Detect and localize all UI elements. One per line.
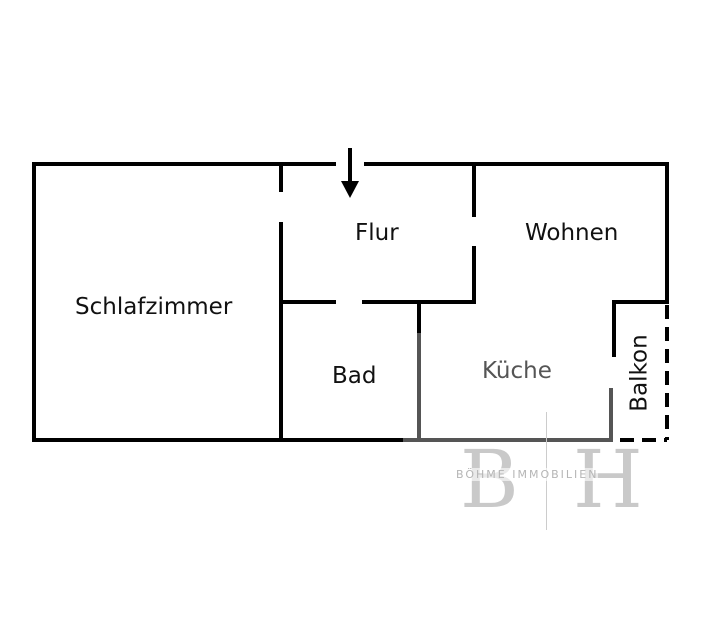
inner-walls	[403, 333, 613, 442]
room-label-balkon: Balkon	[626, 334, 653, 412]
room-label-flur: Flur	[355, 220, 399, 246]
walls	[32, 162, 669, 442]
watermark-company: BÖHME IMMOBILIEN	[456, 468, 599, 481]
room-label-kueche: Küche	[482, 358, 552, 384]
entrance-arrow-icon	[341, 148, 359, 198]
room-label-bad: Bad	[332, 363, 377, 389]
room-label-schlafzimmer: Schlafzimmer	[75, 294, 233, 320]
balkon-outline	[620, 305, 669, 442]
room-label-wohnen: Wohnen	[525, 220, 619, 246]
